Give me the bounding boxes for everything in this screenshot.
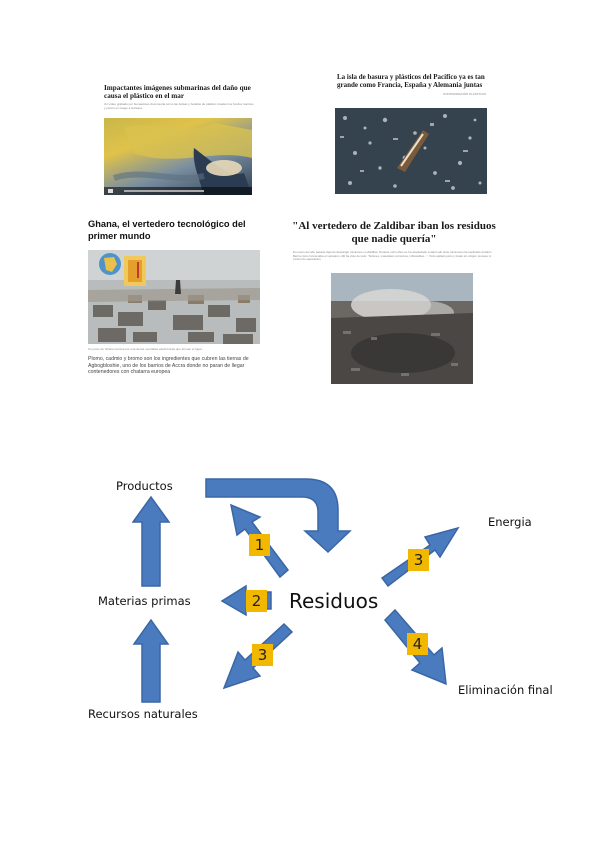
node-productos: Productos	[116, 479, 173, 493]
e-waste-dump-photo	[88, 250, 260, 344]
person-silhouette	[175, 280, 181, 294]
arrow-recursos-to-materias	[132, 618, 170, 703]
article-text: Plomo, cadmio y bromo son los ingredient…	[88, 356, 249, 376]
article-headline: La isla de basura y plásticos del Pacífi…	[337, 73, 485, 90]
article-photo	[335, 108, 487, 194]
node-residuos: Residuos	[289, 589, 379, 613]
article-headline: "Al vertedero de Zaldibar iban los resid…	[292, 220, 496, 245]
article-card-zaldibar[interactable]: "Al vertedero de Zaldibar iban los resid…	[287, 216, 501, 384]
diver-plastic-scene	[104, 123, 252, 195]
article-card-ocean-plastic[interactable]: Impactantes imágenes submarinas del daño…	[88, 78, 259, 196]
article-photo	[88, 250, 260, 344]
photo-caption: Un joven de Ghana camina por una de las …	[88, 347, 203, 351]
step-number-1: 1	[249, 534, 270, 556]
arrow-productos-to-residuos	[205, 478, 352, 554]
play-icon	[108, 189, 113, 193]
arrow-materias-to-productos	[131, 495, 171, 587]
article-photo	[331, 273, 473, 384]
landfill-smoke-photo	[331, 273, 473, 384]
garbage-sea-photo	[335, 108, 487, 194]
node-materias-primas: Materias primas	[98, 594, 191, 608]
article-card-ghana[interactable]: Ghana, el vertedero tecnológico del prim…	[86, 216, 262, 386]
node-recursos-naturales: Recursos naturales	[88, 707, 198, 721]
article-card-pacific-garbage[interactable]: La isla de basura y plásticos del Pacífi…	[327, 68, 494, 196]
video-player[interactable]	[104, 118, 252, 195]
article-headline: Ghana, el vertedero tecnológico del prim…	[88, 219, 246, 241]
node-energia: Energia	[488, 515, 532, 529]
step-number-3-right: 3	[408, 549, 429, 571]
article-text: En enero del año pasado dejó de descarga…	[293, 250, 492, 262]
step-number-4: 4	[407, 633, 428, 655]
article-tag: CONTAMINACIÓN PLÁSTICOS	[443, 92, 486, 96]
node-eliminacion-final: Eliminación final	[458, 683, 553, 697]
article-headline: Impactantes imágenes submarinas del daño…	[104, 84, 251, 101]
step-number-3-left: 3	[252, 644, 273, 666]
article-text: Un vídeo grabado por buceadores document…	[104, 102, 254, 110]
step-number-2: 2	[246, 590, 267, 612]
